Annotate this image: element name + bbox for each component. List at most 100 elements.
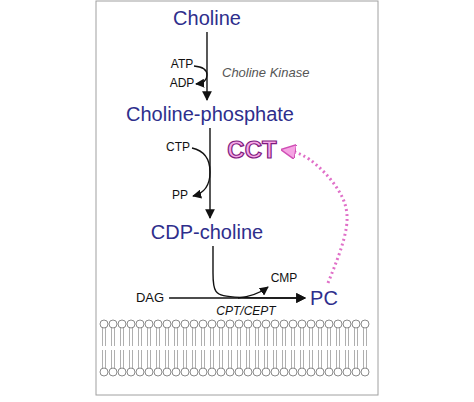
lipid-tail xyxy=(366,328,367,346)
lipid-head xyxy=(316,320,324,328)
lipid-head xyxy=(199,320,207,328)
lipid-tail xyxy=(120,350,121,368)
lipid-tail xyxy=(228,350,229,368)
lipid-tail xyxy=(294,350,295,368)
lipid-head xyxy=(289,368,297,376)
lipid-tail xyxy=(318,328,319,346)
lipid-head xyxy=(154,320,162,328)
lipid-tail xyxy=(147,350,148,368)
lipid-tail xyxy=(213,350,214,368)
lipid-head xyxy=(127,320,135,328)
lipid-tail xyxy=(354,328,355,346)
lipid-head xyxy=(271,368,279,376)
lipid-tail xyxy=(150,328,151,346)
lipid-tail xyxy=(219,350,220,368)
lipid-head xyxy=(334,368,342,376)
lipid-head xyxy=(136,368,144,376)
lipid-tail xyxy=(186,350,187,368)
lipid-tail xyxy=(300,350,301,368)
lipid-head xyxy=(244,368,252,376)
lipid-tail xyxy=(264,328,265,346)
lipid-tail xyxy=(237,328,238,346)
lipid-tail xyxy=(249,350,250,368)
lipid-head xyxy=(343,368,351,376)
lipid-tail xyxy=(123,328,124,346)
lipid-tail xyxy=(168,328,169,346)
lipid-head xyxy=(253,320,261,328)
lipid-tail xyxy=(159,350,160,368)
lipid-tail xyxy=(303,328,304,346)
lipid-tail xyxy=(246,328,247,346)
cofactor-label: CTP xyxy=(166,141,190,154)
lipid-tail xyxy=(246,350,247,368)
lipid-tail xyxy=(285,350,286,368)
lipid-tail xyxy=(165,328,166,346)
lipid-tail xyxy=(201,328,202,346)
lipid-tail xyxy=(192,328,193,346)
lipid-tail xyxy=(111,350,112,368)
lipid-tail xyxy=(114,328,115,346)
lipid-head xyxy=(172,368,180,376)
lipid-head xyxy=(226,368,234,376)
lipid-tail xyxy=(336,328,337,346)
lipid-head xyxy=(343,320,351,328)
lipid-tail xyxy=(321,350,322,368)
lipid-tail xyxy=(264,350,265,368)
lipid-head xyxy=(289,320,297,328)
enzyme-node: CCT xyxy=(224,135,279,165)
lipid-head xyxy=(136,320,144,328)
lipid-tail xyxy=(249,328,250,346)
lipid-tail xyxy=(111,328,112,346)
lipid-head xyxy=(253,368,261,376)
cofactor-arrow xyxy=(192,148,210,196)
lipid-tail xyxy=(327,328,328,346)
lipid-tail xyxy=(258,328,259,346)
lipid-tail xyxy=(132,350,133,368)
lipid-tail xyxy=(309,328,310,346)
lipid-tail xyxy=(321,328,322,346)
lipid-bilayer xyxy=(100,320,369,376)
lipid-tail xyxy=(174,328,175,346)
lipid-head xyxy=(280,320,288,328)
lipid-head xyxy=(325,320,333,328)
lipid-tail xyxy=(291,350,292,368)
node-text: DAG xyxy=(136,291,164,305)
lipid-tail xyxy=(276,328,277,346)
lipid-head xyxy=(118,320,126,328)
lipid-tail xyxy=(102,328,103,346)
lipid-head xyxy=(109,368,117,376)
lipid-head xyxy=(217,320,225,328)
lipid-tail xyxy=(129,328,130,346)
lipid-tail xyxy=(138,328,139,346)
reaction-arrow xyxy=(169,297,305,298)
lipid-head xyxy=(334,320,342,328)
lipid-tail xyxy=(231,350,232,368)
lipid-tail xyxy=(357,350,358,368)
lipid-tail xyxy=(240,328,241,346)
lipid-head xyxy=(199,368,207,376)
lipid-tail xyxy=(363,328,364,346)
lipid-tail xyxy=(213,328,214,346)
lipid-label: DAG xyxy=(133,289,167,307)
node-text: CCT xyxy=(227,137,276,163)
metabolite-label: Choline xyxy=(170,5,244,31)
lipid-tail xyxy=(168,350,169,368)
lipid-head xyxy=(262,368,270,376)
lipid-head xyxy=(145,320,153,328)
lipid-head xyxy=(163,368,171,376)
lipid-tail xyxy=(267,328,268,346)
feedback-arrow xyxy=(284,150,347,283)
metabolite-label: CDP-choline xyxy=(148,219,266,245)
lipid-tail xyxy=(273,350,274,368)
lipid-tail xyxy=(210,350,211,368)
lipid-tail xyxy=(294,328,295,346)
lipid-tail xyxy=(330,328,331,346)
lipid-tail xyxy=(132,328,133,346)
lipid-tail xyxy=(183,328,184,346)
reaction-arrow xyxy=(213,246,305,298)
lipid-tail xyxy=(141,328,142,346)
lipid-tail xyxy=(282,350,283,368)
lipid-head xyxy=(145,368,153,376)
node-text: Choline-phosphate xyxy=(126,103,294,125)
lipid-tail xyxy=(177,328,178,346)
